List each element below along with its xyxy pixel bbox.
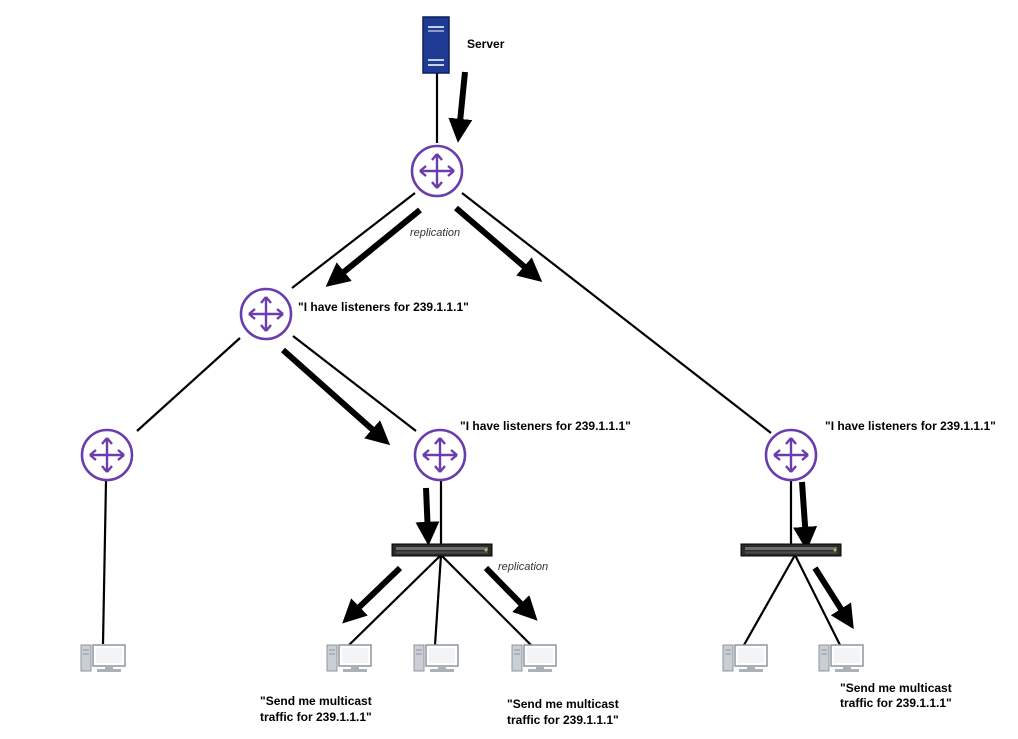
flow-arrow — [454, 205, 543, 283]
server-label: Server — [467, 37, 505, 51]
flow-arrow — [793, 481, 818, 551]
router-icon — [413, 428, 467, 482]
pc-left — [80, 644, 126, 673]
replication-label-top: replication — [410, 227, 460, 239]
pc-icon — [511, 644, 557, 673]
router-distribution-left — [239, 287, 293, 341]
switch-icon — [740, 543, 842, 557]
request-label-b-line1: "Send me multicast — [507, 697, 619, 711]
replication-label-bottom: replication — [498, 561, 548, 573]
link-switchmid-pc1 — [348, 554, 442, 646]
link-core-distleft — [291, 192, 416, 289]
flow-arrow — [281, 347, 391, 446]
link-switchmid-pc3 — [440, 554, 532, 646]
flow-arrow — [325, 207, 422, 287]
router-icon — [410, 144, 464, 198]
flow-arrow — [415, 487, 440, 546]
pc-icon — [326, 644, 372, 673]
flow-arrow — [448, 71, 473, 143]
network-links — [101, 72, 841, 646]
pc-mid-2 — [413, 644, 459, 673]
link-switchright-pc2 — [794, 554, 841, 646]
router-access-mid — [413, 428, 467, 482]
listeners-label-left: "I have listeners for 239.1.1.1" — [298, 300, 469, 314]
router-icon — [764, 428, 818, 482]
pc-right-2 — [818, 644, 864, 673]
request-label-c-line1: "Send me multicast — [840, 681, 952, 695]
request-label-c-line2: traffic for 239.1.1.1" — [840, 696, 952, 710]
link-core-routerright — [461, 192, 772, 434]
traffic-flow — [281, 71, 854, 630]
request-label-a-line2: traffic for 239.1.1.1" — [260, 710, 372, 724]
router-core — [410, 144, 464, 198]
link-routerleft-pc — [101, 480, 108, 645]
pc-icon — [818, 644, 864, 673]
pc-icon — [722, 644, 768, 673]
pc-mid-3 — [511, 644, 557, 673]
router-access-right — [764, 428, 818, 482]
pc-right-1 — [722, 644, 768, 673]
pc-mid-1 — [326, 644, 372, 673]
server — [422, 16, 450, 74]
request-label-a-line1: "Send me multicast — [260, 694, 372, 708]
link-distleft-routermid — [292, 335, 417, 432]
flow-arrow — [812, 566, 854, 630]
listeners-label-mid: "I have listeners for 239.1.1.1" — [460, 419, 631, 433]
pc-icon — [80, 644, 126, 673]
switch-mid — [391, 543, 493, 557]
switch-right — [740, 543, 842, 557]
server-icon — [422, 16, 450, 74]
link-distleft-routerleft — [136, 337, 241, 432]
router-icon — [80, 428, 134, 482]
flow-arrow — [342, 565, 403, 624]
listeners-label-right: "I have listeners for 239.1.1.1" — [825, 419, 996, 433]
switch-icon — [391, 543, 493, 557]
pc-icon — [413, 644, 459, 673]
flow-arrow — [483, 565, 538, 621]
link-switchright-pc1 — [743, 554, 796, 646]
request-label-b-line2: traffic for 239.1.1.1" — [507, 713, 619, 727]
router-icon — [239, 287, 293, 341]
router-access-left — [80, 428, 134, 482]
link-switchmid-pc2 — [433, 554, 443, 646]
